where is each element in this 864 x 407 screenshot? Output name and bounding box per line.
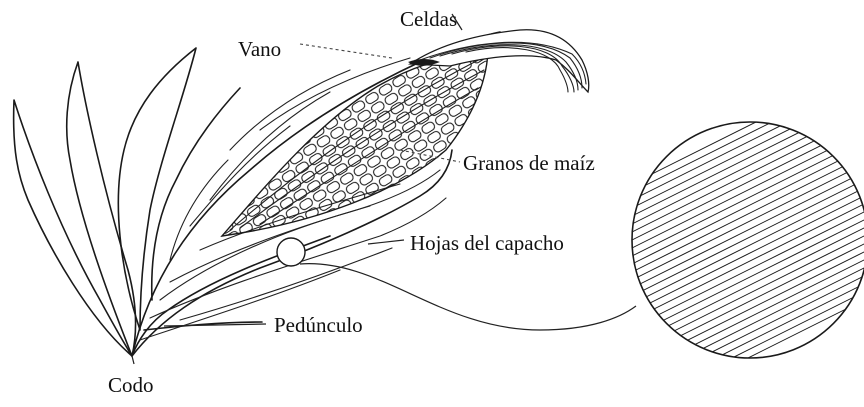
label-vano: Vano: [238, 37, 281, 61]
magnified-husk-detail: [620, 60, 864, 407]
husk-detail-circle: [277, 238, 305, 266]
label-granos-de-maiz: Granos de maíz: [463, 151, 595, 175]
label-codo: Codo: [108, 373, 154, 397]
label-celdas: Celdas: [400, 7, 457, 31]
label-hojas-del-capacho: Hojas del capacho: [410, 231, 564, 255]
label-pedunculo: Pedúnculo: [274, 313, 363, 337]
corn-ear: [222, 52, 488, 236]
